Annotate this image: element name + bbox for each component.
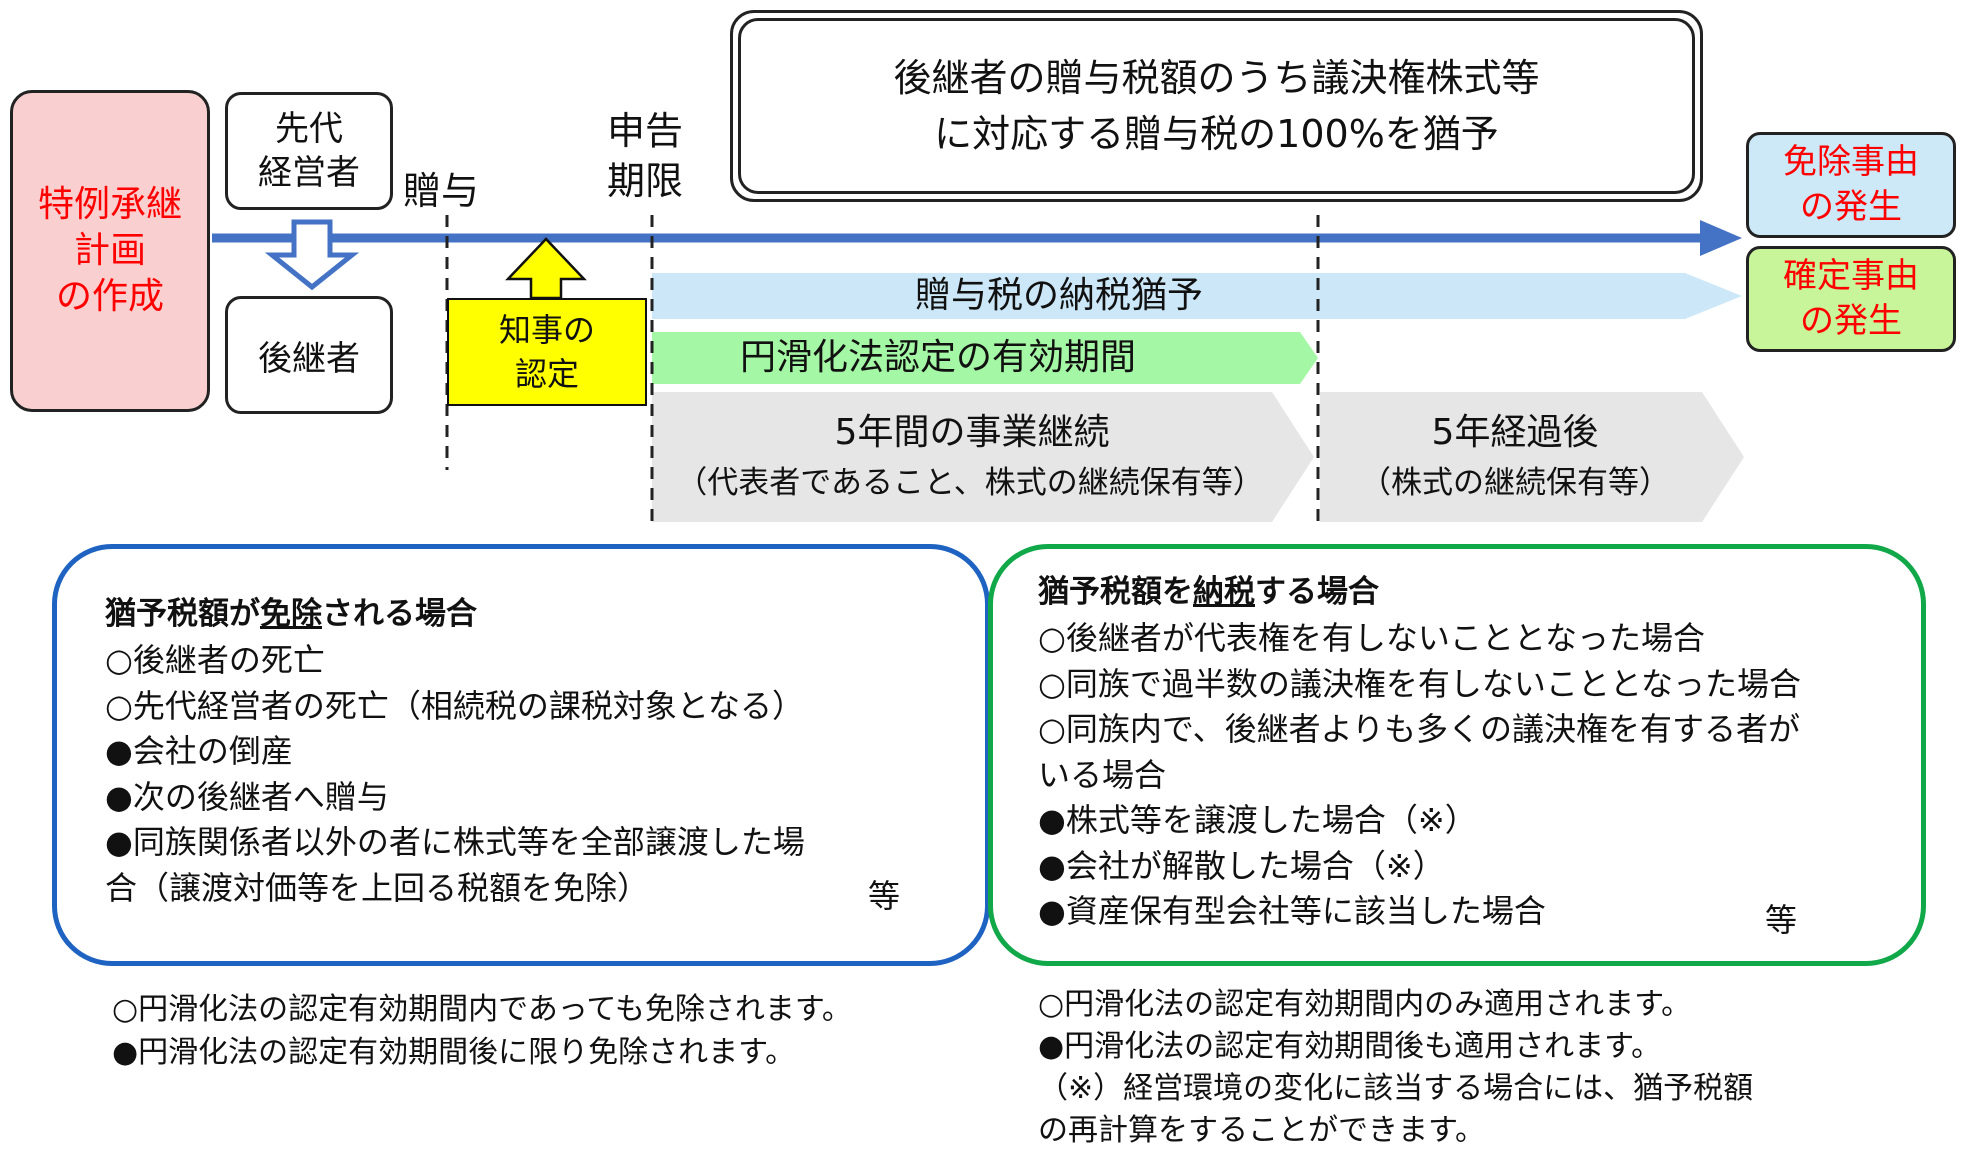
- pay-item: ○同族内で、後継者よりも多くの議決権を有する者が いる場合: [1038, 710, 1801, 794]
- five-year-band: [652, 392, 1314, 522]
- note-left-item: ●円滑化法の認定有効期間後に限り免除されます。: [112, 1035, 796, 1070]
- headline-frame: [730, 10, 1703, 202]
- note-right-item: （※）経営環境の変化に該当する場合には、猶予税額 の再計算をすることができます。: [1038, 1071, 1754, 1148]
- predecessor-box: 先代 経営者: [225, 92, 393, 210]
- pay-item: ○後継者が代表権を有しないこととなった場合: [1038, 619, 1705, 657]
- exempt-list: ○後継者の死亡 ○先代経営者の死亡（相続税の課税対象となる） ●会社の倒産 ●次…: [105, 638, 965, 911]
- exempt-title-key: 免除: [260, 596, 322, 632]
- pay-item: ●会社が解散した場合（※）: [1038, 846, 1445, 885]
- pay-item: ●資産保有型会社等に該当した場合: [1038, 892, 1546, 930]
- notes-left: ○円滑化法の認定有効期間内であっても免除されます。 ●円滑化法の認定有効期間後に…: [112, 988, 972, 1074]
- five-year-title: 5年間の事業継続: [834, 412, 1110, 453]
- exempt-item: ●会社の倒産: [105, 732, 293, 770]
- deferral-band-label: 贈与税の納税猶予: [915, 275, 1204, 316]
- exempt-item: ○後継者の死亡: [105, 641, 325, 679]
- exempt-etc: 等: [868, 877, 901, 915]
- pay-title-key: 納税: [1193, 574, 1255, 610]
- deferral-band: [652, 273, 1742, 319]
- plan-box: 特例承継 計画 の作成: [10, 90, 210, 412]
- note-left-item: ○円滑化法の認定有効期間内であっても免除されます。: [112, 992, 852, 1027]
- headline-box: 後継者の贈与税額のうち議決権株式等 に対応する贈与税の100%を猶予: [738, 18, 1695, 194]
- after-five-subtitle: （株式の継続保有等）: [1360, 465, 1670, 501]
- pay-title-pre: 猶予税額を: [1038, 574, 1193, 610]
- note-right-item: ○円滑化法の認定有効期間内のみ適用されます。: [1038, 987, 1692, 1022]
- transfer-arrow: [264, 219, 360, 291]
- exempt-title-pre: 猶予税額が: [105, 596, 260, 632]
- deadline-label: 申告 期限: [607, 109, 684, 203]
- pay-panel: [988, 544, 1926, 966]
- after-five-title: 5年経過後: [1431, 412, 1599, 453]
- exempt-panel-title: 猶予税額が免除される場合: [105, 592, 477, 636]
- exempt-item: ○先代経営者の死亡（相続税の課税対象となる）: [105, 686, 804, 725]
- note-right-item: ●円滑化法の認定有効期間後も適用されます。: [1038, 1029, 1662, 1064]
- approval-box: 知事の 認定: [447, 298, 647, 406]
- notes-right: ○円滑化法の認定有効期間内のみ適用されます。 ●円滑化法の認定有効期間後も適用さ…: [1038, 984, 1938, 1152]
- pay-item: ○同族で過半数の議決権を有しないこととなった場合: [1038, 664, 1801, 703]
- pay-etc: 等: [1765, 901, 1798, 939]
- exempt-item: ●次の後継者へ贈与: [105, 777, 389, 816]
- exemption-event-box: 免除事由 の発生: [1746, 132, 1956, 238]
- exempt-item: ●同族関係者以外の者に株式等を全部譲渡した場 合（譲渡対価等を上回る税額を免除）: [105, 823, 805, 907]
- successor-box: 後継者: [225, 296, 393, 414]
- pay-panel-title: 猶予税額を納税する場合: [1038, 570, 1379, 614]
- pay-list: ○後継者が代表権を有しないこととなった場合 ○同族で過半数の議決権を有しないこと…: [1038, 616, 1898, 935]
- after-five-band: [1320, 392, 1744, 522]
- exempt-panel: [52, 544, 990, 966]
- approval-up-arrow: [505, 237, 587, 300]
- timeline-arrowhead: [1700, 220, 1742, 256]
- confirmation-event-box: 確定事由 の発生: [1746, 246, 1956, 352]
- validity-band-label: 円滑化法認定の有効期間: [740, 337, 1137, 378]
- pay-item: ●株式等を譲渡した場合（※）: [1038, 801, 1477, 839]
- pay-title-post: する場合: [1255, 574, 1379, 610]
- gift-label: 贈与: [403, 169, 480, 213]
- exempt-title-post: される場合: [322, 596, 477, 632]
- five-year-subtitle: （代表者であること、株式の継続保有等）: [676, 465, 1264, 501]
- validity-band: [652, 332, 1318, 384]
